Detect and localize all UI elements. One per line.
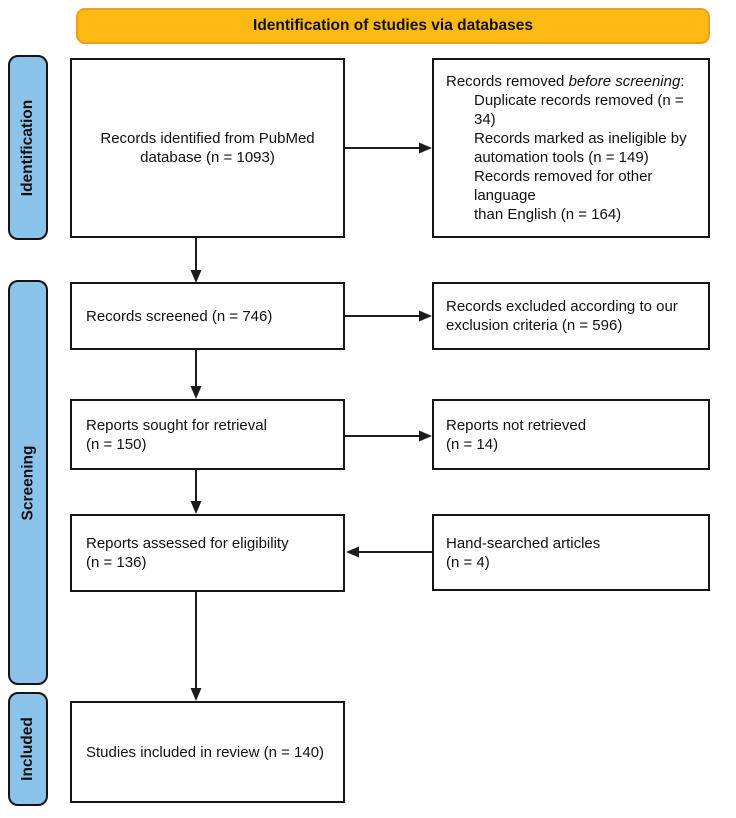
box-text-line: (n = 4) bbox=[446, 553, 490, 571]
arrow-screened-to-excluded bbox=[345, 310, 432, 322]
sub-item-line: than English (n = 164) bbox=[474, 206, 622, 223]
stage-label-identification: Identification bbox=[8, 55, 48, 240]
box-studies-included: Studies included in review (n = 140) bbox=[70, 701, 345, 803]
stage-label-text: Included bbox=[19, 717, 37, 781]
sub-item-line: automation tools (n = 149) bbox=[474, 149, 649, 166]
stage-label-text: Screening bbox=[19, 445, 37, 520]
arrow-assessed-to-included bbox=[190, 592, 202, 701]
sub-item-line: Duplicate records removed (n = 34) bbox=[474, 92, 684, 128]
banner-title: Identification of studies via databases bbox=[76, 8, 710, 44]
box-text-line: (n = 136) bbox=[86, 554, 147, 571]
arrow-identified-to-removed bbox=[345, 142, 432, 154]
box-text-line: Reports not retrieved bbox=[446, 416, 587, 434]
box-text-line: Records identified from PubMed bbox=[100, 130, 315, 147]
box-sub-items: Duplicate records removed (n = 34) Recor… bbox=[474, 91, 702, 224]
sub-item-line: Records removed for other language bbox=[474, 168, 653, 204]
box-text-line: (n = 14) bbox=[446, 435, 499, 453]
box-text-line: exclusion criteria (n = 596) bbox=[446, 317, 623, 334]
box-records-screened: Records screened (n = 746) bbox=[70, 282, 345, 350]
box-reports-sought: Reports sought for retrieval (n = 150) bbox=[70, 399, 345, 470]
box-text-line: Records screened (n = 746) bbox=[86, 307, 273, 325]
box-text-line: Studies included in review (n = 140) bbox=[86, 743, 325, 761]
heading-italic: before screening bbox=[568, 73, 681, 90]
box-records-identified: Records identified from PubMed database … bbox=[70, 58, 345, 238]
box-reports-not-retrieved: Reports not retrieved (n = 14) bbox=[432, 399, 710, 470]
box-hand-searched: Hand-searched articles (n = 4) bbox=[432, 514, 710, 591]
stage-label-text: Identification bbox=[19, 99, 37, 196]
heading-prefix: Records removed bbox=[446, 73, 569, 90]
box-text-line: database (n = 1093) bbox=[140, 149, 275, 166]
box-records-removed: Records removed before screening: Duplic… bbox=[432, 58, 710, 238]
sub-item-line: Records marked as ineligible by bbox=[474, 130, 687, 147]
box-text-heading: Records removed before screening: bbox=[446, 72, 702, 91]
arrow-hand-searched-to-assessed bbox=[346, 546, 432, 558]
box-text-line: Reports sought for retrieval bbox=[86, 416, 267, 434]
box-text-line: (n = 150) bbox=[86, 435, 147, 453]
box-text-line: Reports assessed for eligibility bbox=[86, 535, 289, 552]
arrow-sought-to-not-retrieved bbox=[345, 430, 432, 442]
heading-suffix: : bbox=[680, 73, 685, 90]
box-text-line: Records excluded according to our bbox=[446, 298, 678, 315]
box-reports-assessed: Reports assessed for eligibility (n = 13… bbox=[70, 514, 345, 592]
box-text-line: Hand-searched articles bbox=[446, 534, 601, 552]
stage-label-screening: Screening bbox=[8, 280, 48, 685]
arrow-screened-to-sought bbox=[190, 350, 202, 399]
arrow-identified-to-screened bbox=[190, 238, 202, 283]
stage-label-included: Included bbox=[8, 692, 48, 806]
box-records-excluded: Records excluded according to our exclus… bbox=[432, 282, 710, 350]
arrow-sought-to-assessed bbox=[190, 470, 202, 514]
